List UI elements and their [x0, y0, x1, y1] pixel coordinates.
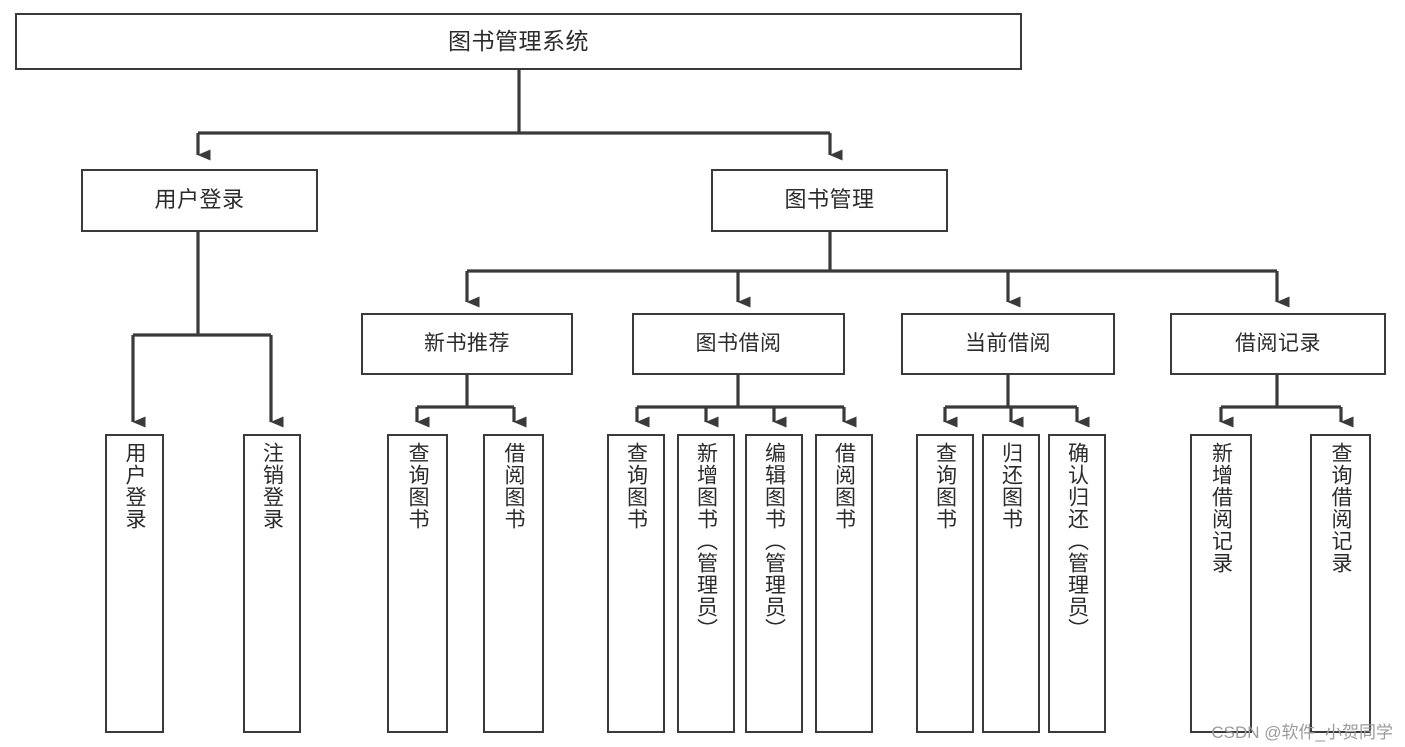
node-user-login-label: 用户登录 — [154, 187, 245, 213]
node-current-borrow-label: 当前借阅 — [965, 332, 1051, 356]
leaf-borrow-add-book[interactable]: 新增图书（管理员） — [677, 434, 735, 733]
leaf-current-return-book-label: 归还图书 — [999, 442, 1023, 530]
leaf-current-confirm-return-label: 确认归还（管理员） — [1065, 442, 1089, 640]
node-book-borrow-label: 图书借阅 — [695, 332, 782, 356]
node-new-book-recommend[interactable]: 新书推荐 — [361, 313, 573, 375]
watermark: CSDN @软件_小贺同学 — [1211, 723, 1393, 742]
leaf-user-login-logout[interactable]: 注销登录 — [243, 434, 301, 733]
leaf-current-query-book-label: 查询图书 — [933, 442, 957, 530]
node-root[interactable]: 图书管理系统 — [15, 13, 1022, 70]
leaf-borrow-edit-book-label: 编辑图书（管理员） — [762, 442, 786, 640]
leaf-user-login-logout-label: 注销登录 — [260, 442, 284, 530]
leaf-current-confirm-return[interactable]: 确认归还（管理员） — [1048, 434, 1106, 733]
leaf-recommend-borrow-book[interactable]: 借阅图书 — [483, 434, 544, 733]
leaf-record-add-record-label: 新增借阅记录 — [1209, 442, 1233, 574]
leaf-current-return-book[interactable]: 归还图书 — [982, 434, 1040, 733]
leaf-recommend-query-book-label: 查询图书 — [406, 442, 429, 530]
node-book-borrow[interactable]: 图书借阅 — [632, 313, 845, 375]
leaf-current-query-book[interactable]: 查询图书 — [916, 434, 974, 733]
leaf-user-login-login[interactable]: 用户登录 — [105, 434, 164, 733]
leaf-borrow-borrow-book-label: 借阅图书 — [832, 442, 856, 530]
node-new-book-recommend-label: 新书推荐 — [424, 332, 510, 356]
node-borrow-record-label: 借阅记录 — [1235, 332, 1321, 356]
leaf-record-query-record[interactable]: 查询借阅记录 — [1310, 434, 1371, 733]
node-book-management-label: 图书管理 — [784, 187, 875, 213]
node-root-label: 图书管理系统 — [448, 27, 589, 54]
leaf-borrow-query-book-label: 查询图书 — [624, 442, 648, 530]
leaf-borrow-borrow-book[interactable]: 借阅图书 — [815, 434, 873, 733]
leaf-borrow-query-book[interactable]: 查询图书 — [607, 434, 665, 733]
leaf-recommend-query-book[interactable]: 查询图书 — [387, 434, 448, 733]
node-current-borrow[interactable]: 当前借阅 — [901, 313, 1115, 375]
leaf-record-query-record-label: 查询借阅记录 — [1329, 442, 1352, 574]
leaf-recommend-borrow-book-label: 借阅图书 — [502, 442, 525, 530]
leaf-borrow-add-book-label: 新增图书（管理员） — [694, 442, 718, 640]
node-book-management[interactable]: 图书管理 — [711, 169, 948, 232]
leaf-record-add-record[interactable]: 新增借阅记录 — [1190, 434, 1252, 733]
node-borrow-record[interactable]: 借阅记录 — [1170, 313, 1386, 375]
node-user-login[interactable]: 用户登录 — [81, 169, 318, 232]
leaf-borrow-edit-book[interactable]: 编辑图书（管理员） — [745, 434, 803, 733]
leaf-user-login-login-label: 用户登录 — [123, 442, 146, 530]
